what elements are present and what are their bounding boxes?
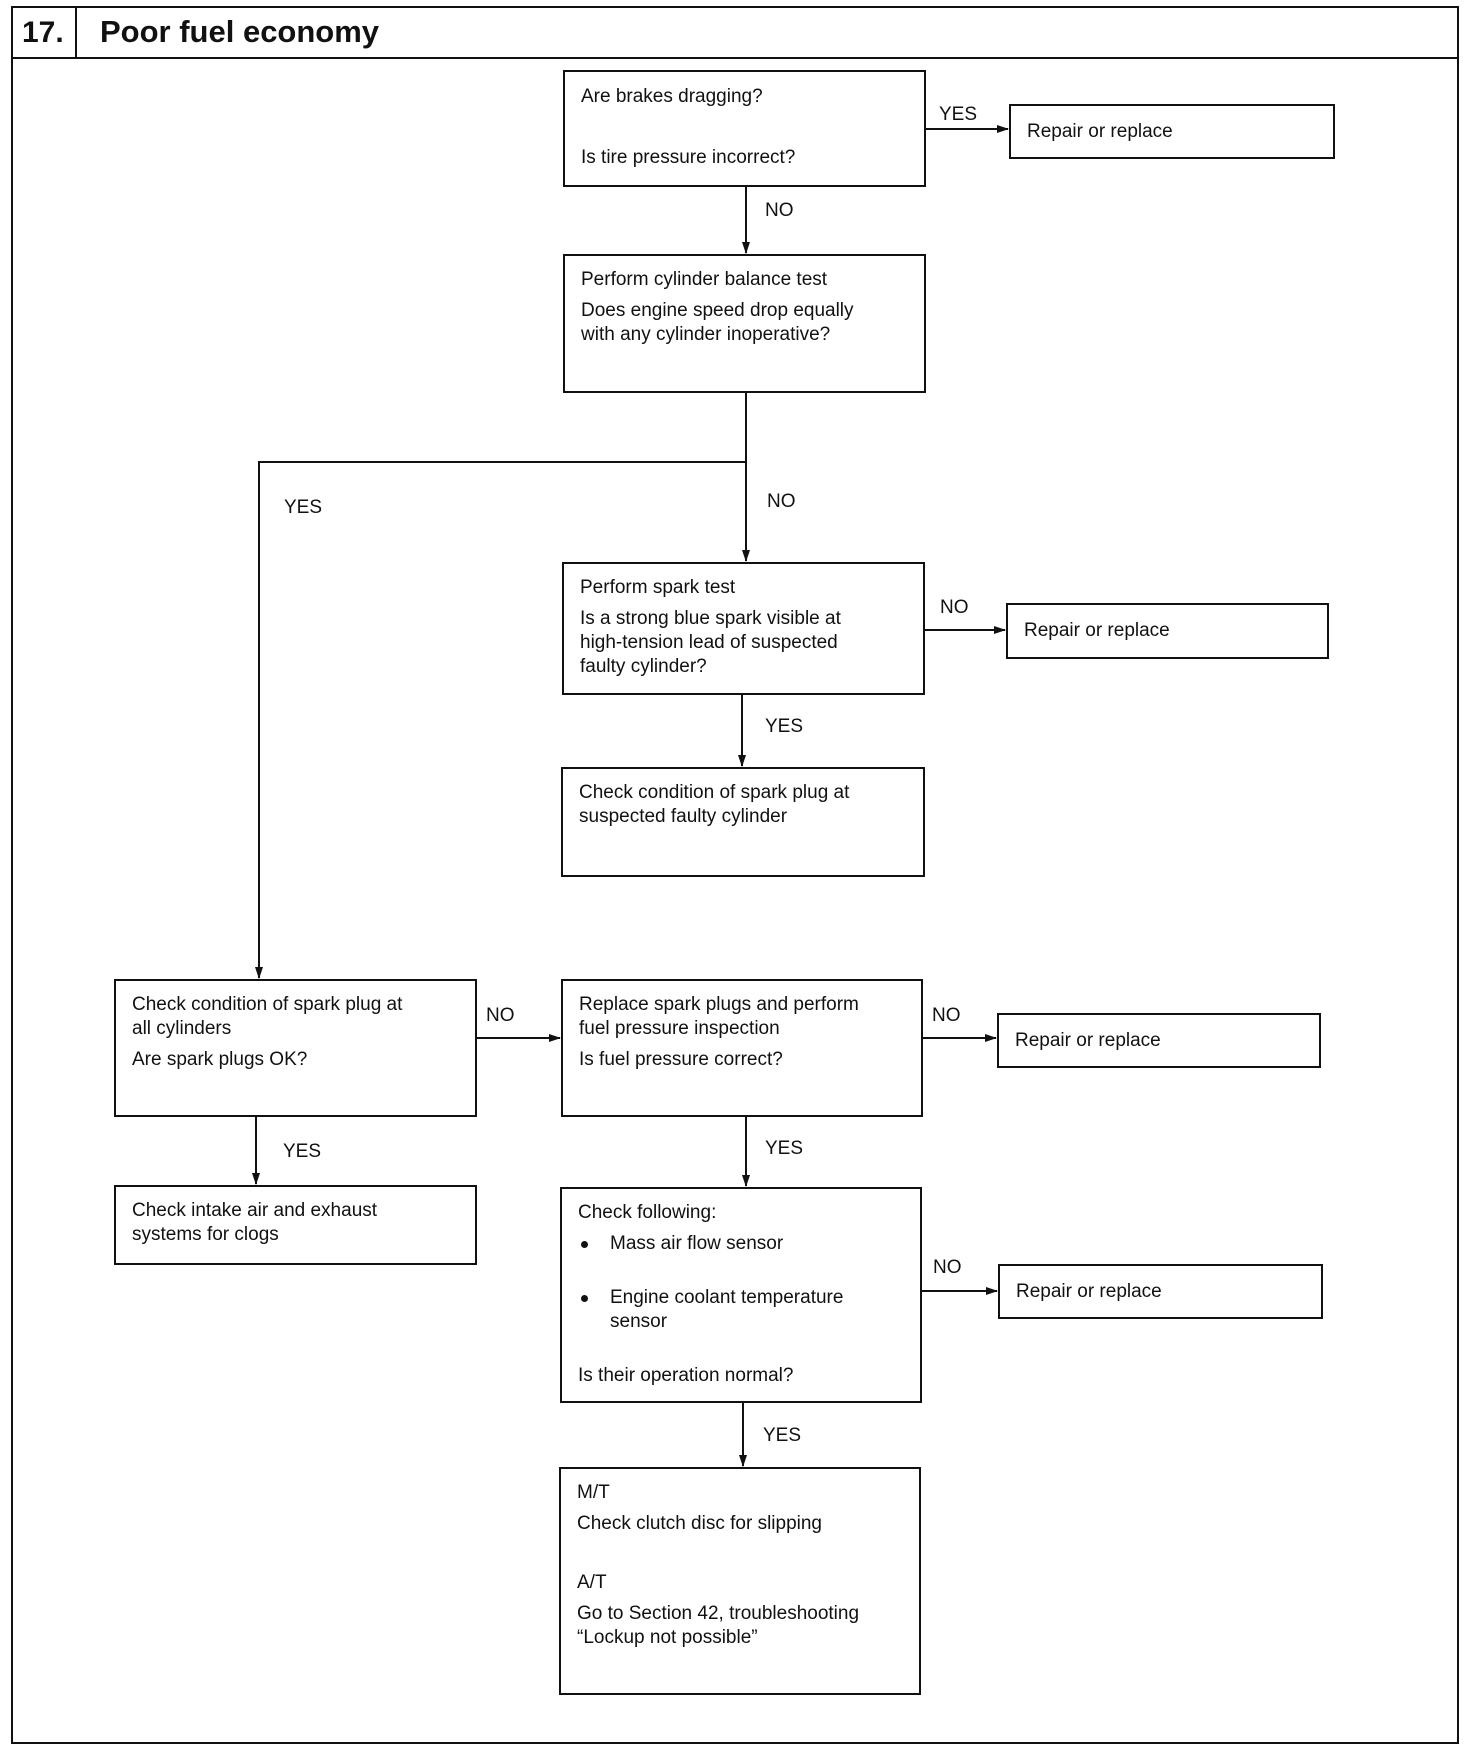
header-number-divider — [75, 6, 77, 58]
node-text: Check clutch disc for slipping — [577, 1513, 822, 1534]
bullet-item: Mass air flow sensor — [578, 1232, 906, 1256]
edge-label-no: NO — [767, 491, 796, 512]
node-text: Go to Section 42, troubleshooting — [577, 1603, 860, 1624]
node-fuel-pressure: Replace spark plugs and perform fuel pre… — [561, 979, 923, 1117]
page-frame — [11, 6, 1459, 1744]
edge-label-no: NO — [940, 597, 969, 618]
edge-label-no: NO — [765, 200, 794, 221]
node-intake-exhaust: Check intake air and exhaust systems for… — [114, 1185, 477, 1265]
node-spark-test: Perform spark test Is a strong blue spar… — [562, 562, 925, 695]
bullet-item: Engine coolant temperature — [578, 1286, 906, 1310]
node-text: Are brakes dragging? — [581, 86, 763, 107]
node-repair-1: Repair or replace — [1009, 104, 1335, 159]
node-text: Is a strong blue spark visible at — [580, 608, 841, 629]
node-brakes: Are brakes dragging? Is tire pressure in… — [563, 70, 926, 187]
node-text: high-tension lead of suspected — [580, 632, 838, 653]
node-text: Is tire pressure incorrect? — [581, 147, 796, 168]
page-title: Poor fuel economy — [100, 14, 380, 49]
node-text: fuel pressure inspection — [579, 1018, 780, 1039]
node-text: sensor — [610, 1311, 668, 1332]
header-divider — [11, 57, 1459, 59]
node-text: “Lockup not possible” — [577, 1627, 758, 1648]
node-text: Check intake air and exhaust — [132, 1200, 378, 1221]
section-number: 17. — [22, 16, 64, 49]
node-text: Perform spark test — [580, 577, 736, 598]
edge-label-yes: YES — [284, 497, 323, 518]
node-clutch: M/T Check clutch disc for slipping A/T G… — [559, 1467, 921, 1695]
edge-label-no: NO — [932, 1005, 961, 1026]
node-sensors: Check following: Mass air flow sensor En… — [560, 1187, 922, 1403]
edge-label-yes: YES — [283, 1141, 322, 1162]
node-text: Are spark plugs OK? — [132, 1049, 308, 1070]
node-text: Perform cylinder balance test — [581, 269, 828, 290]
node-text: Does engine speed drop equally — [581, 300, 854, 321]
edge-label-yes: YES — [765, 716, 804, 737]
edge-label-no: NO — [933, 1257, 962, 1278]
node-text: all cylinders — [132, 1018, 232, 1039]
node-text: suspected faulty cylinder — [579, 806, 788, 827]
node-text: Is their operation normal? — [578, 1365, 794, 1386]
node-plug-suspected: Check condition of spark plug at suspect… — [561, 767, 925, 877]
node-text: with any cylinder inoperative? — [581, 324, 831, 345]
node-text: M/T — [577, 1482, 610, 1503]
node-text: A/T — [577, 1572, 607, 1593]
node-text: Check condition of spark plug at — [579, 782, 850, 803]
edge-label-yes: YES — [765, 1138, 804, 1159]
node-repair-3: Repair or replace — [997, 1013, 1321, 1068]
node-text: Is fuel pressure correct? — [579, 1049, 783, 1070]
node-repair-2: Repair or replace — [1006, 603, 1329, 659]
edge-label-yes: YES — [939, 104, 978, 125]
node-cylinder-balance: Perform cylinder balance test Does engin… — [563, 254, 926, 393]
node-text: faulty cylinder? — [580, 656, 707, 677]
node-text: systems for clogs — [132, 1224, 279, 1245]
node-text: Check condition of spark plug at — [132, 994, 403, 1015]
edge-label-yes: YES — [763, 1425, 802, 1446]
node-plug-all: Check condition of spark plug at all cyl… — [114, 979, 477, 1117]
node-repair-4: Repair or replace — [998, 1264, 1323, 1319]
edge-label-no: NO — [486, 1005, 515, 1026]
arrow-balance-yes — [255, 461, 746, 979]
node-text: Check following: — [578, 1202, 717, 1223]
node-text: Replace spark plugs and perform — [579, 994, 859, 1015]
